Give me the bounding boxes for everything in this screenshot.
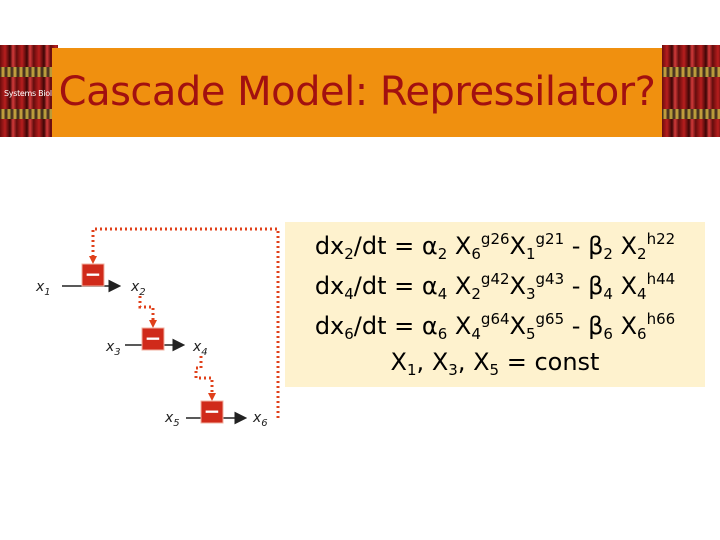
- node-x2: x2: [130, 279, 146, 298]
- page-title: Cascade Model: Repressilator?: [58, 69, 656, 115]
- systems-biology-logo: Systems Biology: [0, 45, 58, 137]
- inhibitor-1: −: [81, 262, 105, 287]
- arrowhead-2: [149, 320, 157, 328]
- node-x4: x4: [192, 339, 208, 358]
- title-bar: [52, 48, 662, 137]
- equation-dx6: dx6/dt = α6 X4g64X5g65 - β6 X6h66: [314, 310, 676, 343]
- node-x1: x1: [35, 279, 51, 298]
- link-x2-to-inhibitor-2: [138, 296, 155, 320]
- inhibitor-3: −: [200, 399, 224, 424]
- node-x6: x6: [252, 410, 268, 429]
- logo-caption: Systems Biology: [4, 89, 58, 98]
- equation-dx2: dx2/dt = α2 X6g26X1g21 - β2 X2h22: [314, 230, 676, 263]
- node-x5: x5: [164, 410, 180, 429]
- svg-text:−: −: [145, 326, 162, 350]
- decorative-image: [662, 45, 720, 137]
- link-x4-to-inhibitor-3: [194, 356, 214, 393]
- svg-text:−: −: [204, 399, 221, 423]
- node-x3: x3: [105, 339, 121, 358]
- svg-text:−: −: [85, 262, 102, 286]
- equation-constants: X1, X3, X5 = const: [390, 348, 600, 379]
- arrowhead-3: [208, 393, 216, 401]
- feedback-x6-to-inhibitor-1: [91, 227, 280, 418]
- equation-dx4: dx4/dt = α4 X2g42X3g43 - β4 X4h44: [314, 270, 676, 303]
- arrowhead-1: [89, 256, 97, 264]
- inhibitor-2: −: [141, 326, 165, 351]
- equations-box: dx2/dt = α2 X6g26X1g21 - β2 X2h22 dx4/dt…: [285, 222, 705, 387]
